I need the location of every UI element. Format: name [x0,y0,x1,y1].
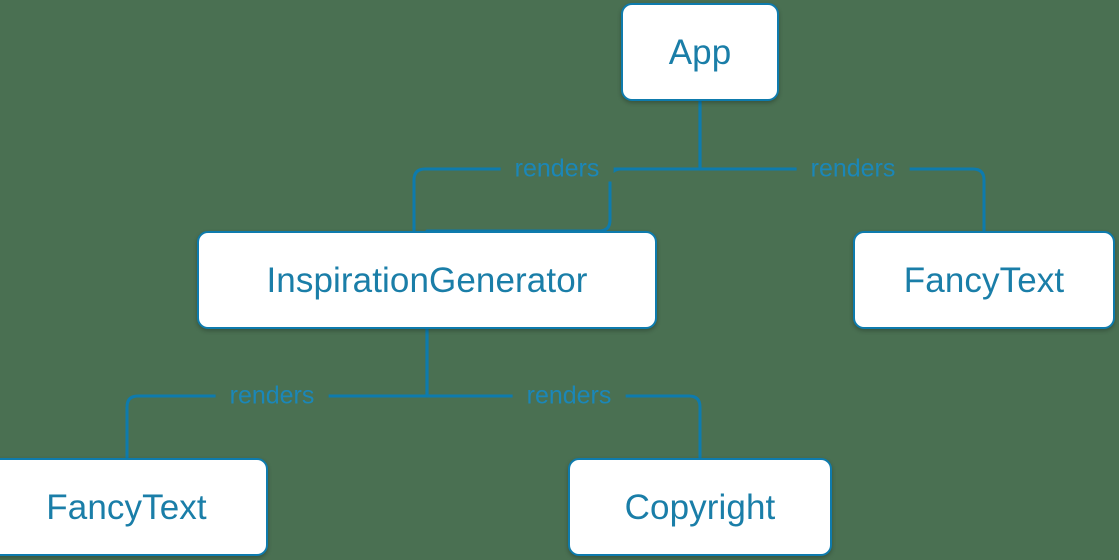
node-copyright[interactable]: Copyright [568,458,832,556]
node-fancytext-bottom[interactable]: FancyText [0,458,268,556]
node-inspiration-generator-label: InspirationGenerator [266,260,588,300]
node-fancytext-right-label: FancyText [903,260,1065,300]
node-inspiration-generator[interactable]: InspirationGenerator [197,231,657,329]
node-fancytext-right[interactable]: FancyText [853,231,1115,329]
node-app[interactable]: App [621,3,779,101]
edge-label-inspirationgenerator-to-copyright: renders [512,383,626,409]
node-app-label: App [668,32,732,72]
edge-label-app-to-inspirationgenerator: renders [500,156,614,182]
edge-label-app-to-fancytext-right: renders [796,156,910,182]
edge-label-inspirationgenerator-to-fancytext-bottom: renders [215,383,329,409]
node-fancytext-bottom-label: FancyText [46,487,207,527]
node-copyright-label: Copyright [624,487,776,527]
